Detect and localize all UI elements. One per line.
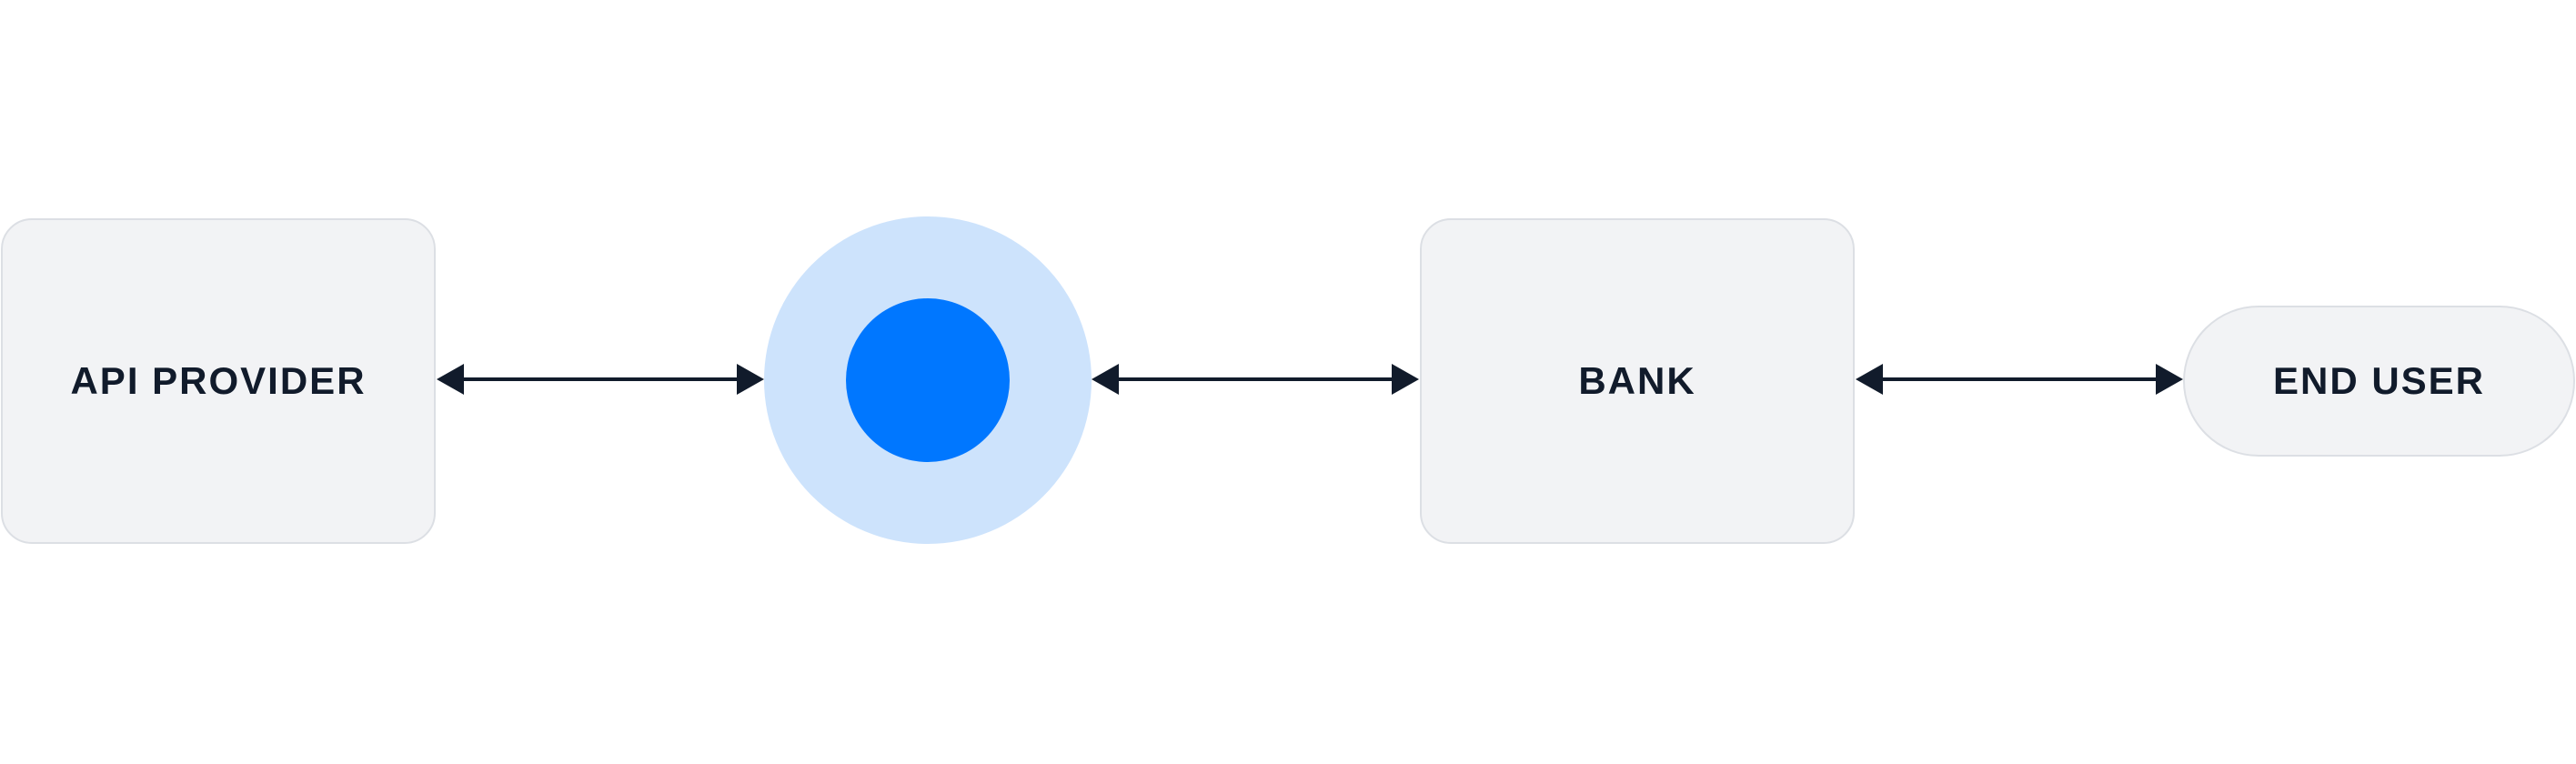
connector-api-hub <box>437 364 764 395</box>
node-bank: BANK <box>1420 218 1855 544</box>
node-end-user-label: END USER <box>2272 359 2486 402</box>
arrowhead-left-icon <box>1856 364 1883 395</box>
node-end-user: END USER <box>2183 306 2575 457</box>
arrowhead-right-icon <box>2156 364 2183 395</box>
node-api-provider: API PROVIDER <box>1 218 436 544</box>
hub-node-core <box>846 298 1010 462</box>
arrowhead-left-icon <box>1092 364 1119 395</box>
node-api-provider-label: API PROVIDER <box>70 359 367 402</box>
connector-bank-user <box>1856 364 2183 395</box>
connector-hub-bank <box>1092 364 1419 395</box>
arrowhead-right-icon <box>1392 364 1419 395</box>
node-bank-label: BANK <box>1578 359 1696 402</box>
hub-node-outer-ring <box>764 216 1092 544</box>
arrowhead-left-icon <box>437 364 464 395</box>
arrowhead-right-icon <box>737 364 764 395</box>
